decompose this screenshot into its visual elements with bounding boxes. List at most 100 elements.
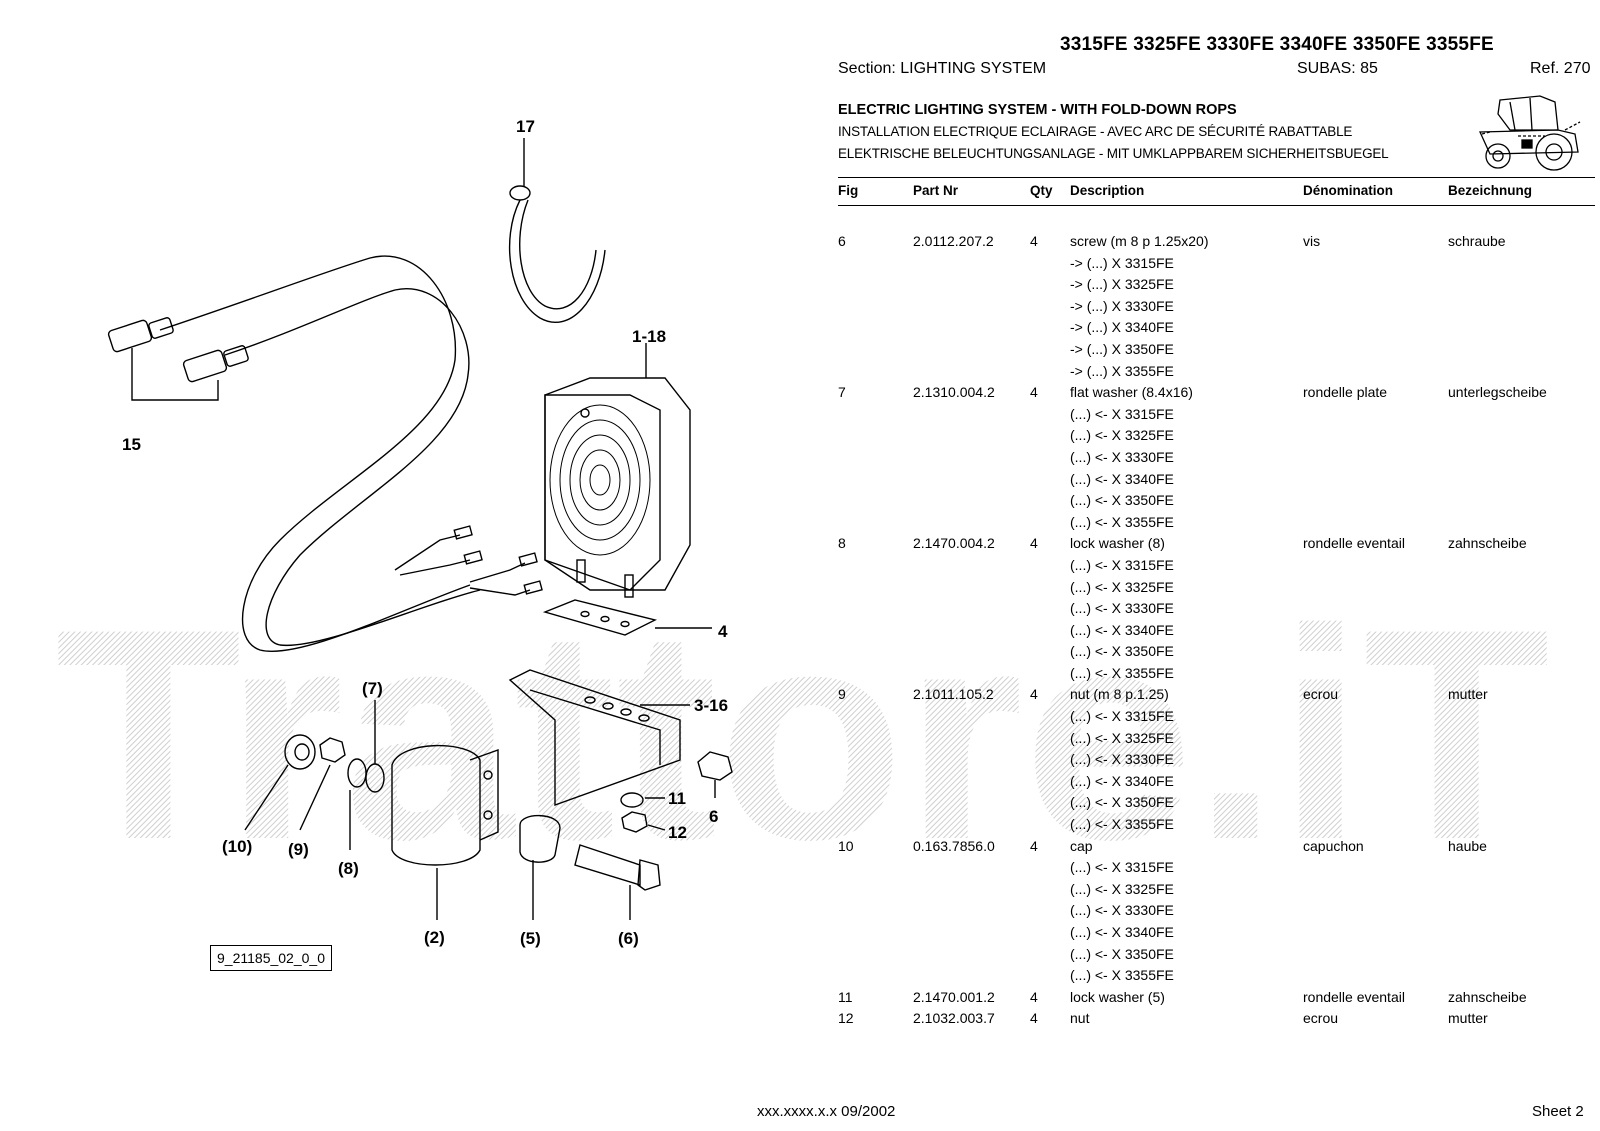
cell-den: ecrou [1303,686,1339,703]
cell-desc: (...) <- X 3330FE [1070,902,1174,919]
lamp-lens [549,404,651,556]
header-rule-bottom [838,205,1595,206]
cell-desc: (...) <- X 3355FE [1070,816,1174,833]
cell-desc: lock washer (5) [1070,988,1165,1005]
label-4: 4 [718,622,728,641]
cell-bez: zahnscheibe [1448,988,1527,1005]
cell-fig: 8 [838,535,846,552]
cell-qty: 4 [1030,837,1038,854]
table-row: (...) <- X 3330FE [838,598,1595,620]
table-row: (...) <- X 3340FE [838,620,1595,642]
table-row: (...) <- X 3355FE [838,663,1595,685]
strap-eyelet [509,185,531,201]
cell-desc: (...) <- X 3355FE [1070,513,1174,530]
table-row: (...) <- X 3315FE [838,404,1595,426]
cell-qty: 4 [1030,233,1038,249]
table-row: (...) <- X 3340FE [838,469,1595,491]
lamp-stud-2 [624,574,634,598]
title-german: ELEKTRISCHE BELEUCHTUNGSANLAGE - MIT UMK… [838,146,1389,161]
col-part: Part Nr [913,183,959,198]
cell-den: vis [1303,233,1321,249]
cell-desc: nut [1070,1010,1090,1027]
leader-9 [299,764,331,831]
table-row: (...) <- X 3325FE [838,577,1595,599]
cell-part: 2.1470.004.2 [913,535,995,552]
cell-desc: -> (...) X 3325FE [1070,276,1174,293]
cell-desc: (...) <- X 3355FE [1070,664,1174,681]
cell-fig: 11 [838,988,853,1005]
cell-fig: 7 [838,384,846,401]
col-desc: Description [1070,183,1145,198]
cell-bez: zahnscheibe [1448,535,1527,552]
table-row: (...) <- X 3340FE [838,771,1595,793]
drawing-reference: 9_21185_02_0_0 [210,945,332,971]
header-rule-top [838,177,1595,178]
cell-den: rondelle eventail [1303,988,1405,1005]
cell-qty: 4 [1030,1010,1038,1027]
parts-diagram: 17 1-18 15 4 3-16 (7) 11 6 12 (10) (9) (… [107,117,733,948]
label-5: (5) [520,929,541,948]
label-1-18: 1-18 [632,327,666,346]
cell-bez: unterlegscheibe [1448,384,1547,401]
section-label: Section: LIGHTING SYSTEM [838,60,1047,77]
washer-11 [620,792,644,808]
label-10: (10) [222,837,252,856]
table-row: (...) <- X 3325FE [838,425,1595,447]
table-row: -> (...) X 3315FE [838,253,1595,275]
table-row: (...) <- X 3350FE [838,944,1595,966]
label-12: 12 [668,823,687,842]
cell-qty: 4 [1030,988,1038,1005]
cell-desc: (...) <- X 3330FE [1070,448,1174,465]
table-row: (...) <- X 3350FE [838,792,1595,814]
footer-code: xxx.xxxx.x.x 09/2002 [757,1103,896,1120]
cell-desc: (...) <- X 3315FE [1070,708,1174,725]
strap-17 [508,199,606,324]
cell-bez: mutter [1448,686,1488,703]
title-french: INSTALLATION ELECTRIQUE ECLAIRAGE - AVEC… [838,124,1353,139]
title-english: ELECTRIC LIGHTING SYSTEM - WITH FOLD-DOW… [838,102,1237,118]
terminal-1 [453,525,473,540]
cell-desc: (...) <- X 3340FE [1070,621,1174,638]
bracket-3-16 [508,669,681,806]
cell-desc: -> (...) X 3350FE [1070,340,1174,357]
col-fig: Fig [838,183,859,198]
wire-1 [394,534,461,571]
table-row: (...) <- X 3330FE [838,749,1595,771]
table-row: (...) <- X 3315FE [838,706,1595,728]
leader-15 [131,348,219,401]
cell-desc: (...) <- X 3315FE [1070,859,1174,876]
cell-den: capuchon [1303,837,1364,854]
cell-desc: (...) <- X 3350FE [1070,492,1174,509]
cell-desc: (...) <- X 3325FE [1070,880,1174,897]
cell-part: 2.1011.105.2 [913,686,994,703]
table-row: -> (...) X 3330FE [838,296,1595,318]
table-row: (...) <- X 3355FE [838,814,1595,836]
table-row: (...) <- X 3355FE [838,965,1595,987]
label-6: 6 [709,807,718,826]
cell-qty: 4 [1030,384,1038,401]
table-row: (...) <- X 3325FE [838,728,1595,750]
cell-part: 2.0112.207.2 [913,233,994,249]
cell-desc: -> (...) X 3330FE [1070,297,1174,314]
cell-desc: (...) <- X 3350FE [1070,945,1174,962]
wire-4 [469,587,531,596]
tractor-icon [1479,95,1581,171]
cell-fig: 10 [838,837,854,854]
cell-desc: (...) <- X 3340FE [1070,772,1174,789]
table-row: -> (...) X 3325FE [838,274,1595,296]
cell-den: rondelle plate [1303,384,1388,401]
cell-desc: (...) <- X 3325FE [1070,427,1174,444]
cell-desc: nut (m 8 p.1.25) [1070,686,1169,703]
cell-bez: mutter [1448,1010,1488,1027]
subas-label: SUBAS: 85 [1297,60,1378,77]
label-17: 17 [516,117,535,136]
table-row: (...) <- X 3315FE [838,555,1595,577]
cell-part: 0.163.7856.0 [913,837,995,854]
cell-desc: (...) <- X 3350FE [1070,794,1174,811]
table-row: (...) <- X 3350FE [838,641,1595,663]
cell-desc: lock washer (8) [1070,535,1165,552]
